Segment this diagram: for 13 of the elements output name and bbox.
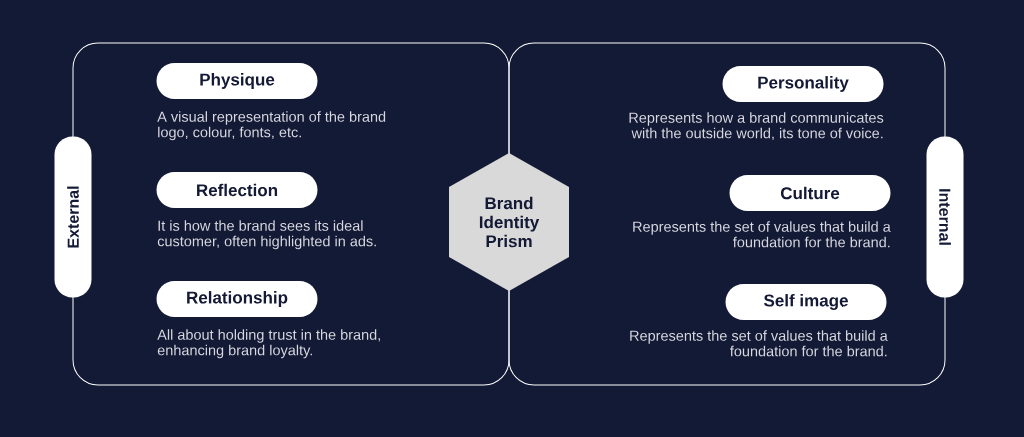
hexagon: Brand Identity Prism [449,153,569,291]
description: Represents how a brand communicates with the outside world, its tone of voice. [629,112,884,141]
title-pill: Culture [729,175,891,211]
description: A visual representation of the brand logo, colour, fonts, etc. [157,111,386,141]
title-pill: Reflection [156,172,318,208]
title-pill: Self image [725,284,887,320]
title-pill: Personality [722,66,884,102]
title-pill: Physique [156,63,318,99]
title-pill: Relationship [156,281,318,317]
description: It is how the brand sees its ideal customer, often highlighted in ads. [157,220,376,250]
description: All about holding trust in the brand, enhancing brand loyalty. [157,329,380,359]
description: Represents the set of values that build a foundation for the brand. [630,330,888,357]
description: Represents the set of values that build a foundation for the brand. [633,221,891,248]
